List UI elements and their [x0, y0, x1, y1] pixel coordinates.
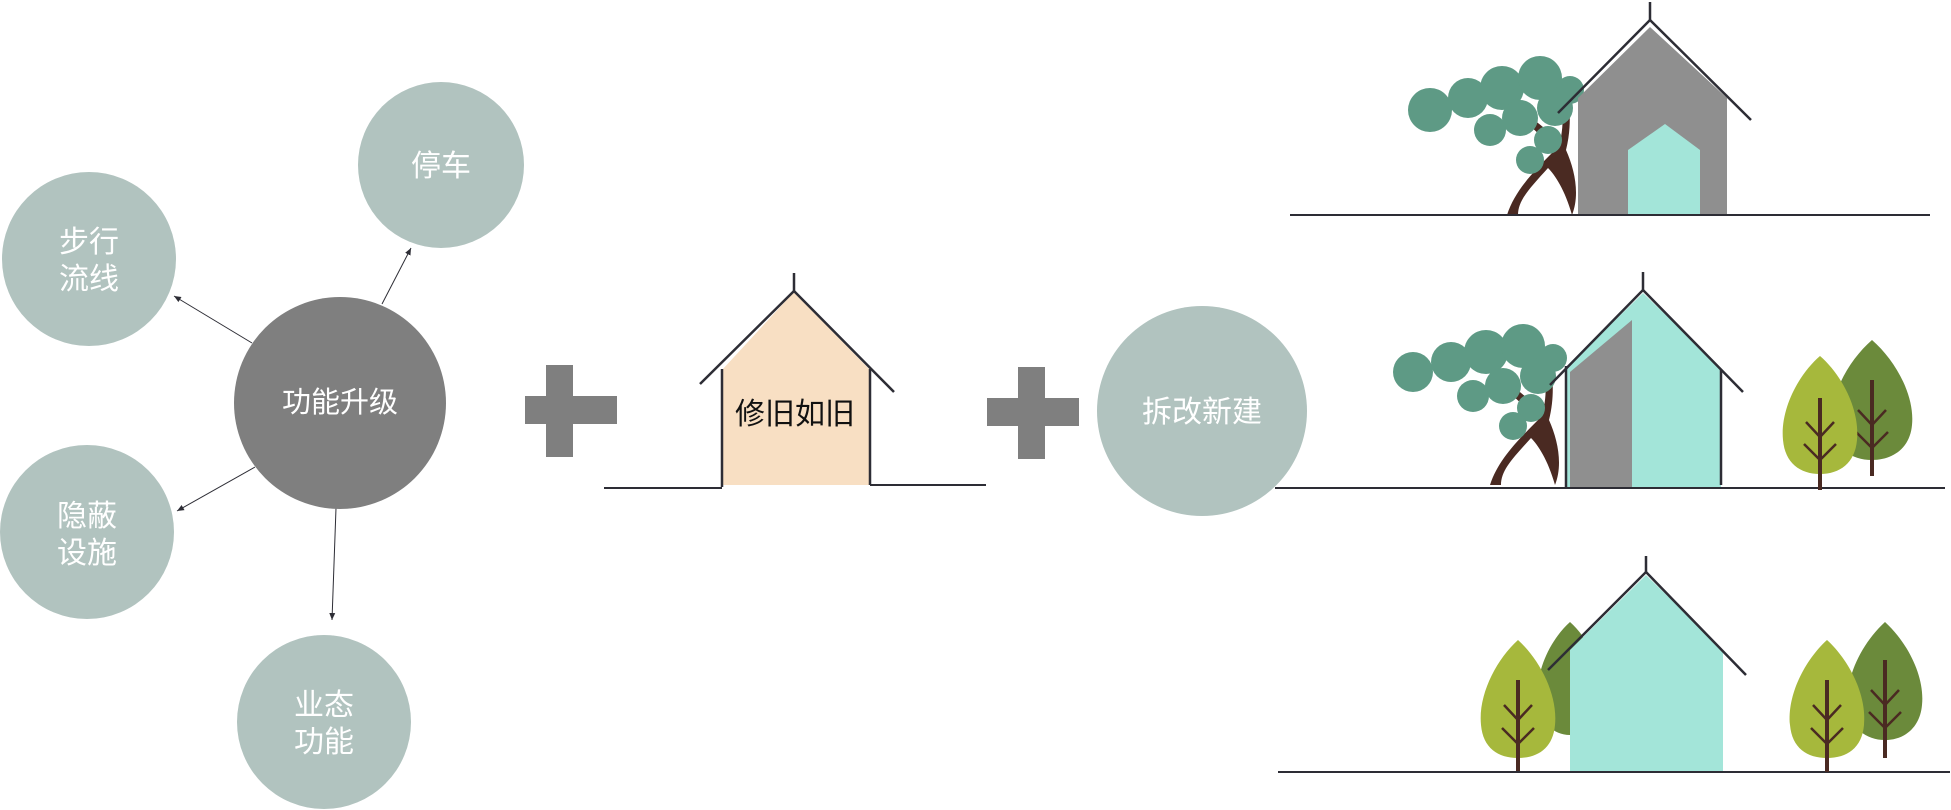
parking-node-label: 停车	[411, 149, 471, 184]
house-scenario-bottom	[1278, 556, 1950, 773]
function-upgrade-cluster: 功能升级 停车 步行 流线 隐蔽 设施 业态 功能	[0, 82, 524, 809]
pine-tree-icon	[1480, 640, 1556, 772]
arrow-to-walkway	[173, 295, 253, 344]
arrow-to-parking	[381, 247, 412, 305]
renovate-label: 修旧如旧	[735, 397, 855, 432]
pine-tree-icon	[1782, 356, 1858, 490]
rebuild-node-label: 拆改新建	[1142, 395, 1262, 430]
arrow-to-facilities	[176, 466, 256, 512]
rebuild-node: 拆改新建	[1097, 306, 1307, 516]
arrow-to-business	[329, 507, 337, 621]
business-node-circle	[237, 635, 411, 809]
walkway-node-label-line-1: 步行	[59, 225, 119, 260]
house-scenario-top	[1290, 2, 1930, 216]
walkway-node-circle	[2, 172, 176, 346]
facilities-node-label-line-1: 隐蔽	[57, 499, 117, 534]
tree-icon	[1408, 56, 1584, 215]
rebuild-node-circle	[1097, 306, 1307, 516]
renovate-old-house: 修旧如旧	[604, 273, 986, 489]
plus-icon	[987, 367, 1079, 459]
pine-tree-icon	[1789, 640, 1865, 772]
house-icon	[722, 292, 870, 485]
facilities-node-label-line-2: 设施	[57, 536, 117, 571]
pine-tree-icon	[1847, 622, 1923, 758]
facilities-node-circle	[0, 445, 174, 619]
center-node-circle	[234, 297, 446, 509]
parking-node-circle	[358, 82, 524, 248]
walkway-node-label-line-2: 流线	[59, 262, 119, 297]
tree-icon	[1393, 324, 1567, 485]
plus-icon	[525, 365, 617, 457]
business-node-label-line-1: 业态	[294, 688, 354, 723]
business-node-label-line-2: 功能	[294, 725, 354, 760]
house-scenario-middle	[1275, 272, 1945, 490]
center-node-label: 功能升级	[282, 385, 398, 419]
